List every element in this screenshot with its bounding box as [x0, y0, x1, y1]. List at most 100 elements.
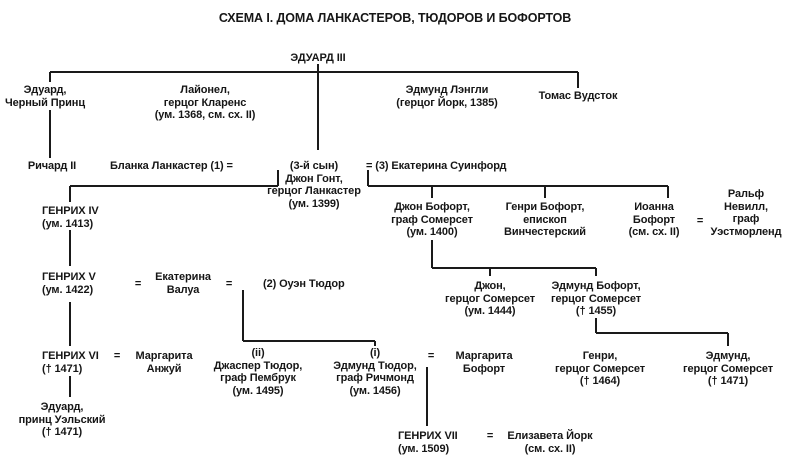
- node-line: (ум. 1413): [42, 217, 94, 230]
- node-line: Эдмунд Тюдор,: [333, 359, 417, 372]
- node-line: Елизавета Йорк: [507, 430, 593, 442]
- node-line: епископ: [523, 213, 567, 226]
- node-edward-prince-of-wales: Эдуард,принц Уэльский(† 1471): [19, 401, 106, 439]
- node-line: герцог Кларенс: [163, 96, 247, 109]
- node-edmund-beaufort: Эдмунд Бофорт,герцог Сомерсет(† 1455): [551, 280, 641, 318]
- node-line: Екатерина: [155, 271, 211, 283]
- node-blanche-lancaster: Бланка Ланкастер (1) =: [110, 160, 233, 173]
- node-line: Эдмунд,: [705, 350, 751, 362]
- node-line: Уэстморленд: [710, 225, 782, 238]
- node-line: Винчестерский: [504, 226, 586, 238]
- node-richard-ii: Ричард II: [28, 160, 76, 173]
- node-jasper-tudor: (ii)Джаспер Тюдор,граф Пембрук(ум. 1495): [213, 347, 303, 397]
- node-line: Эдуард,: [40, 401, 84, 413]
- node-line: =: [113, 350, 121, 362]
- node-line: Томас Вудсток: [538, 90, 618, 102]
- node-edmund-langley: Эдмунд Лэнгли(герцог Йорк, 1385): [396, 84, 498, 109]
- node-line: =: [427, 350, 435, 362]
- node-line: († 1464): [579, 375, 621, 387]
- node-line: (ii): [251, 347, 265, 359]
- node-henry-v: ГЕНРИХ V(ум. 1422): [42, 271, 96, 296]
- node-line: Валуа: [166, 283, 200, 296]
- node-henry-vi: ГЕНРИХ VI(† 1471): [42, 350, 99, 375]
- node-line: граф Пембрук: [220, 372, 296, 384]
- node-line: ГЕНРИХ IV: [42, 205, 99, 217]
- node-line: граф Сомерсет: [391, 213, 473, 226]
- node-line: Ричард II: [27, 160, 77, 172]
- node-line: Бланка Ланкастер (1) =: [110, 160, 233, 172]
- node-thomas-woodstock: Томас Вудсток: [539, 90, 618, 103]
- node-line: Джон Бофорт,: [394, 201, 470, 213]
- node-line: Генри,: [582, 350, 618, 362]
- node-line: (герцог Йорк, 1385): [396, 96, 498, 109]
- node-line: ГЕНРИХ VII: [398, 430, 458, 442]
- node-line: Невилл,: [724, 200, 768, 213]
- node-line: =: [134, 278, 142, 290]
- node-henry-iv: ГЕНРИХ IV(ум. 1413): [42, 205, 99, 230]
- node-line: Джон,: [474, 280, 506, 292]
- node-edmund-tudor: (i)Эдмунд Тюдор,граф Ричмонд(ум. 1456): [333, 347, 417, 397]
- node-line: Анжуй: [146, 362, 182, 375]
- node-john-gaunt: (3-й сын)Джон Гонт,герцог Ланкастер(ум. …: [267, 160, 361, 210]
- node-line: Эдуард,: [23, 84, 67, 96]
- node-edward-black-prince: Эдуард,Черный Принц: [5, 84, 85, 109]
- node-line: Бофорт: [462, 362, 506, 375]
- node-edward-iii: ЭДУАРД III: [290, 52, 345, 65]
- node-line: (3-й сын): [289, 160, 339, 172]
- node-line: Маргарита: [455, 350, 513, 362]
- node-line: (ум. 1368, см. сх. II): [154, 109, 256, 121]
- node-lionel: Лайонел,герцог Кларенс(ум. 1368, см. сх.…: [155, 84, 256, 122]
- node-edmund-somerset: Эдмунд,герцог Сомерсет(† 1471): [683, 350, 773, 388]
- node-line: Черный Принц: [4, 96, 86, 109]
- node-henry-somerset: Генри,герцог Сомерсет(† 1464): [555, 350, 645, 388]
- node-line: Эдмунд Лэнгли: [405, 84, 489, 96]
- node-line: (2) Оуэн Тюдор: [263, 278, 345, 290]
- node-line: Джаспер Тюдор,: [213, 359, 303, 372]
- node-line: († 1471): [42, 362, 83, 375]
- node-line: (ум. 1509): [398, 442, 450, 455]
- node-line: (ум. 1400): [406, 226, 458, 238]
- node-line: (ум. 1456): [349, 384, 401, 397]
- node-line: = (3) Екатерина Суинфорд: [366, 160, 507, 172]
- node-line: Лайонел,: [180, 84, 230, 96]
- node-katherine-marriage-sign-left: =: [135, 278, 141, 291]
- node-line: =: [225, 278, 233, 290]
- node-margaret-anjou-marriage-sign: =: [114, 350, 120, 363]
- node-line: =: [486, 430, 494, 442]
- node-line: граф Ричмонд: [336, 372, 414, 384]
- node-line: =: [696, 215, 704, 227]
- node-line: (ум. 1422): [42, 283, 94, 296]
- node-line: ГЕНРИХ V: [42, 271, 96, 283]
- node-line: Эдмунд Бофорт,: [551, 280, 641, 292]
- node-margaret-beaufort-marriage-sign: =: [428, 350, 434, 363]
- node-line: герцог Сомерсет: [550, 292, 642, 305]
- node-line: ГЕНРИХ VI: [42, 350, 99, 362]
- node-john-duke-somerset: Джон,герцог Сомерсет(ум. 1444): [445, 280, 535, 318]
- node-line: принц Уэльский: [18, 413, 106, 426]
- node-line: († 1455): [575, 305, 617, 317]
- node-line: (ум. 1495): [232, 384, 284, 397]
- node-line: герцог Сомерсет: [682, 362, 774, 375]
- node-line: Ральф: [727, 188, 765, 200]
- node-elizabeth-marriage-sign: =: [487, 430, 493, 443]
- node-katherine-swynford: = (3) Екатерина Суинфорд: [366, 160, 507, 173]
- node-line: Иоанна: [634, 201, 674, 213]
- node-line: Джон Гонт,: [285, 172, 343, 185]
- node-line: (i): [369, 347, 381, 359]
- node-henry-vii: ГЕНРИХ VII(ум. 1509): [398, 430, 458, 455]
- node-joan-marriage-sign: =: [697, 215, 703, 228]
- node-katherine-marriage-sign-right: =: [226, 278, 232, 291]
- chart-title: СХЕМА I. ДОМА ЛАНКАСТЕРОВ, ТЮДОРОВ И БОФ…: [218, 11, 572, 25]
- node-line: граф: [732, 213, 760, 225]
- node-line: ЭДУАРД III: [290, 52, 346, 64]
- node-line: Бофорт: [632, 213, 676, 226]
- node-line: (ум. 1444): [464, 305, 516, 317]
- node-line: герцог Сомерсет: [444, 292, 536, 305]
